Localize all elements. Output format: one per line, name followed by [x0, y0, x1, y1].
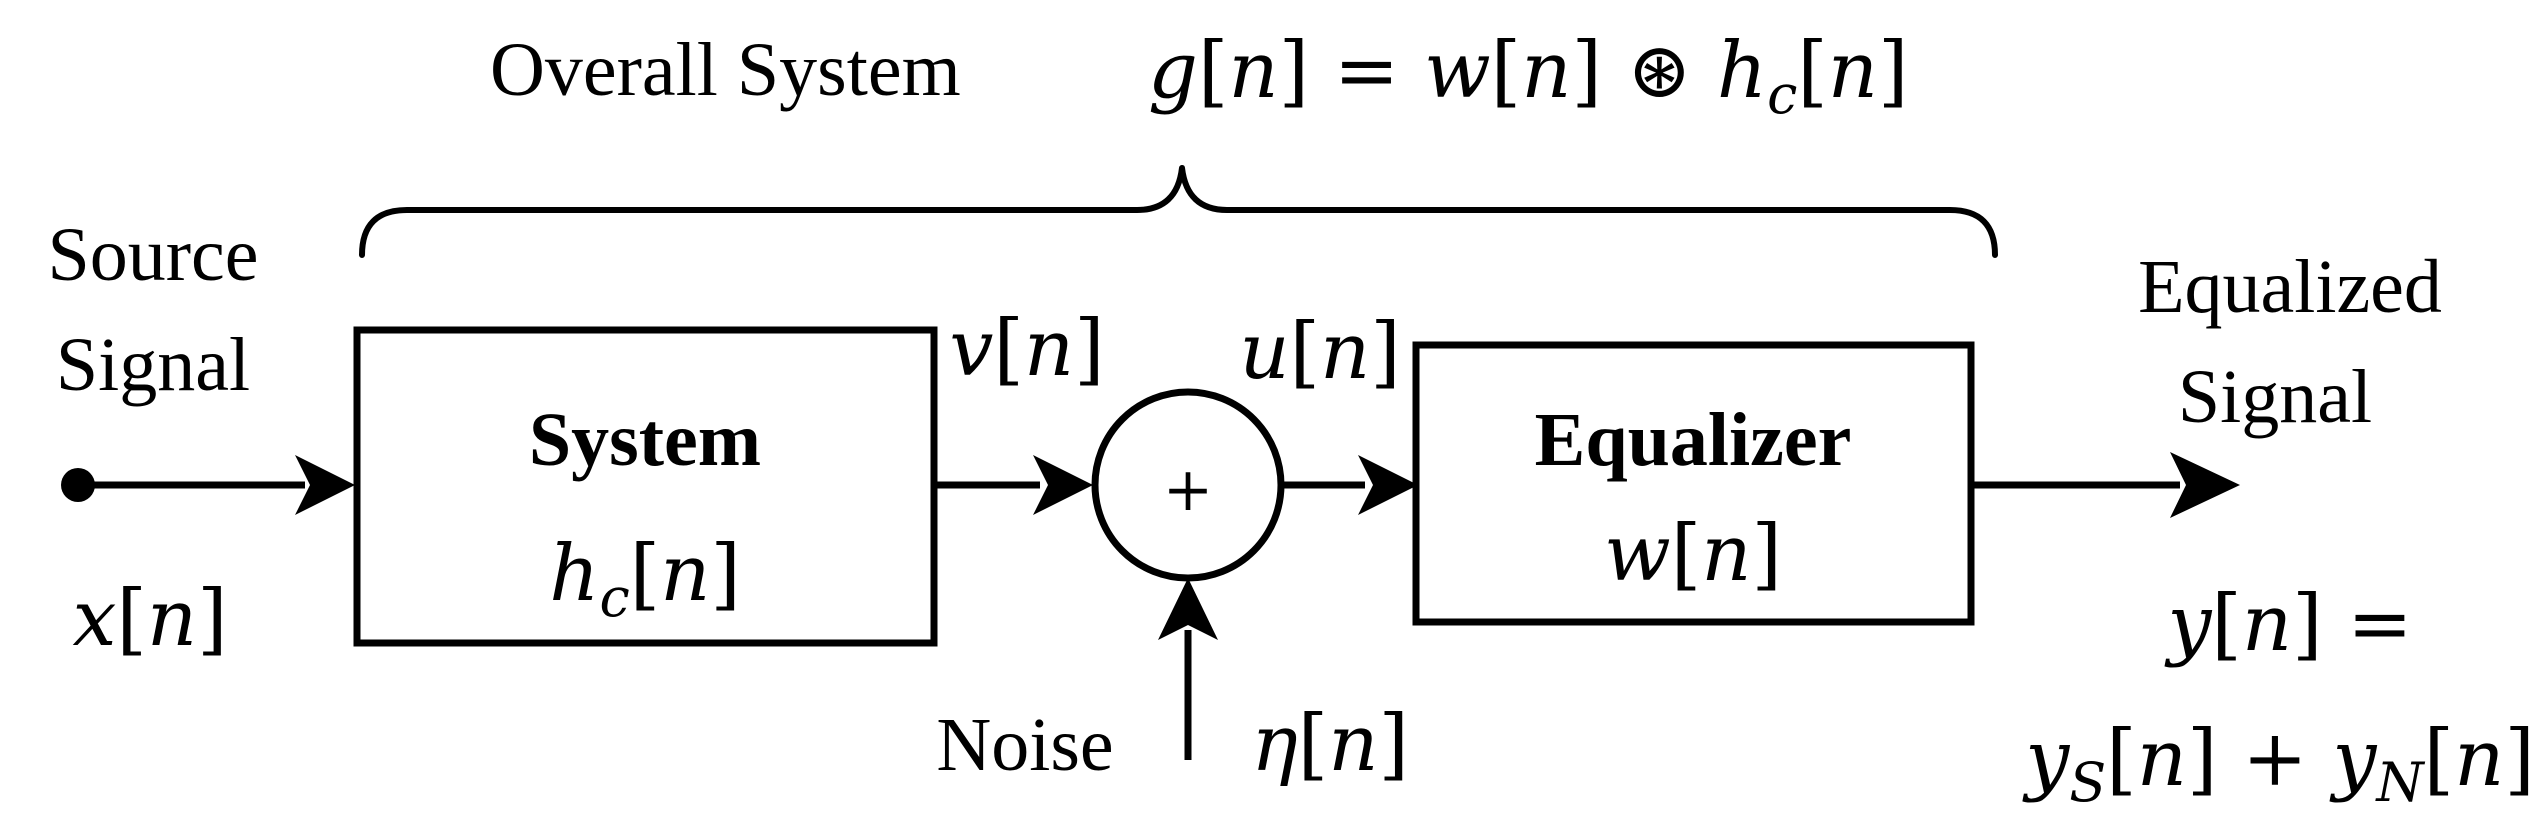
math-token: [ — [1198, 26, 1228, 116]
math-token: n — [2137, 714, 2187, 804]
math-token: ] — [2504, 714, 2531, 804]
adder-symbol: + — [1163, 455, 1213, 525]
math-token: c — [1767, 63, 1797, 126]
source-signal-line2: Signal — [56, 323, 250, 407]
math-token: n — [147, 574, 197, 664]
math-token: n — [1521, 26, 1571, 116]
math-token: [ — [2424, 714, 2454, 804]
math-token: n — [660, 529, 710, 619]
noise-variable-eta: η[n] — [1251, 699, 1409, 789]
math-token: y — [2022, 714, 2070, 804]
math-token: [ — [1797, 26, 1827, 116]
arrowhead-noise-input — [1158, 578, 1218, 640]
math-token: η — [1251, 699, 1298, 789]
output-equation-line1: y[n] = — [2164, 579, 2412, 669]
math-token: n — [1320, 307, 1370, 397]
equalizer-block-title: Equalizer — [1535, 398, 1852, 482]
math-token: n — [1328, 699, 1378, 789]
math-token: w — [1424, 26, 1491, 116]
math-token: v — [949, 304, 993, 394]
math-token: ] ⊛ — [1571, 26, 1716, 116]
math-token: [ — [1491, 26, 1521, 116]
math-token: ] = — [1279, 26, 1424, 116]
noise-label: Noise — [936, 703, 1113, 787]
math-token: [ — [1298, 699, 1328, 789]
system-block-title: System — [529, 398, 761, 482]
math-token: u — [1239, 307, 1289, 397]
source-signal-line1: Source — [47, 213, 258, 297]
math-token: y — [2164, 579, 2212, 669]
signal-v-label: v[n] — [949, 304, 1104, 394]
math-token: N — [2374, 751, 2425, 814]
math-token: ] + — [2187, 714, 2332, 804]
math-token: n — [1024, 304, 1074, 394]
math-token: ] — [1878, 26, 1908, 116]
math-token: g — [1148, 26, 1198, 116]
math-token: h — [549, 529, 599, 619]
output-equation-line2: yS[n] + yN[n] — [2022, 714, 2531, 814]
math-token: S — [2069, 751, 2106, 814]
math-token: [ — [993, 304, 1023, 394]
math-token: n — [1828, 26, 1878, 116]
math-token: ] — [197, 574, 227, 664]
arrowhead-equalizer-input — [1358, 455, 1418, 515]
math-token: n — [2242, 579, 2292, 669]
math-token: n — [1701, 509, 1751, 599]
math-token: c — [599, 566, 629, 629]
math-token: [ — [1671, 509, 1701, 599]
source-variable-x: x[n] — [72, 574, 227, 664]
equalizer-block-expression: w[n] — [1604, 509, 1782, 599]
arrowhead-system-input — [295, 455, 355, 515]
math-token: [ — [1290, 307, 1320, 397]
system-block-expression: hc[n] — [549, 529, 741, 629]
math-token: n — [1228, 26, 1278, 116]
overall-system-brace — [359, 165, 1998, 258]
math-token: [ — [116, 574, 146, 664]
math-token: h — [1717, 26, 1767, 116]
math-token: ] — [1074, 304, 1104, 394]
signal-u-label: u[n] — [1239, 307, 1400, 397]
math-token: ] — [1752, 509, 1782, 599]
math-token: ] — [1378, 699, 1408, 789]
math-token: ] — [1370, 307, 1400, 397]
math-token: [ — [2211, 579, 2241, 669]
overall-system-equation: g[n] = w[n] ⊛ hc[n] — [1148, 26, 1908, 126]
math-token: [ — [630, 529, 660, 619]
equalized-signal-line2: Signal — [2178, 355, 2372, 439]
arrowhead-output — [2170, 452, 2240, 518]
math-token: [ — [2106, 714, 2136, 804]
math-token: y — [2329, 714, 2377, 804]
math-token: ] = — [2292, 579, 2413, 669]
math-token: w — [1604, 509, 1671, 599]
math-token: x — [72, 574, 116, 664]
math-token: n — [2454, 714, 2504, 804]
equalized-signal-line1: Equalized — [2138, 245, 2442, 329]
math-token: ] — [710, 529, 740, 619]
overall-system-label: Overall System — [490, 28, 961, 112]
arrowhead-adder-input — [1033, 455, 1093, 515]
